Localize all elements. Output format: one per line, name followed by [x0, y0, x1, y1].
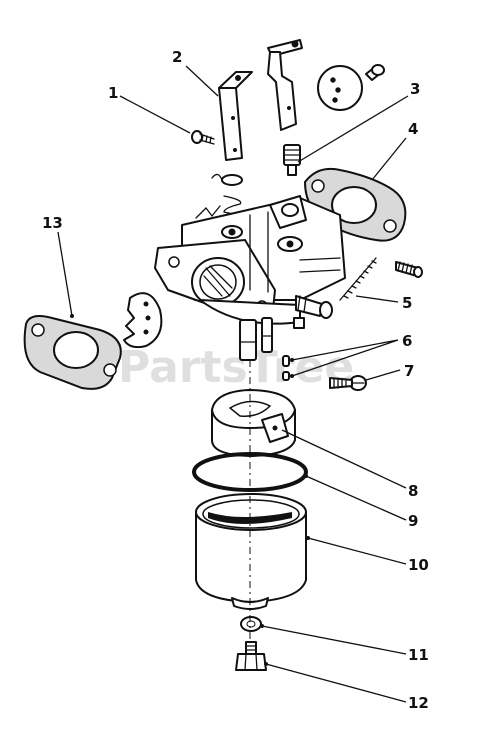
mounting-screw	[395, 261, 423, 278]
callout-1: 1	[108, 84, 118, 102]
callout-10: 10	[408, 556, 429, 574]
choke-shaft	[218, 71, 253, 161]
leader-lines	[57, 65, 409, 703]
callout-13: 13	[42, 214, 63, 232]
callout-7: 7	[404, 362, 414, 380]
bowl-screw	[329, 375, 367, 391]
callout-5: 5	[402, 294, 412, 312]
callout-labels: 1 2 3 4 5 6 7 8 9 10 11 12 13	[42, 48, 429, 712]
callout-4: 4	[408, 120, 418, 138]
idle-jet	[283, 144, 301, 176]
callout-9: 9	[408, 512, 418, 530]
callout-3: 3	[410, 80, 420, 98]
watermark: PartsTree	[118, 342, 354, 393]
float-bowl	[195, 493, 307, 610]
bowl-nut	[235, 641, 267, 671]
callout-11: 11	[408, 646, 429, 664]
leader-dots	[70, 314, 310, 666]
callout-2: 2	[172, 48, 182, 66]
washer	[240, 616, 262, 632]
throttle-plate	[317, 65, 363, 111]
callout-6: 6	[402, 332, 412, 350]
plate-screw	[365, 64, 385, 81]
callout-12: 12	[408, 694, 429, 712]
float	[211, 389, 296, 457]
small-pins	[282, 355, 290, 381]
callout-8: 8	[408, 482, 418, 500]
throttle-shaft	[267, 39, 303, 131]
choke-plate-screw	[191, 130, 215, 145]
choke-plate	[123, 292, 163, 349]
carburetor-body	[154, 195, 346, 361]
carburetor-gasket	[23, 315, 122, 390]
throttle-spring	[339, 257, 377, 301]
